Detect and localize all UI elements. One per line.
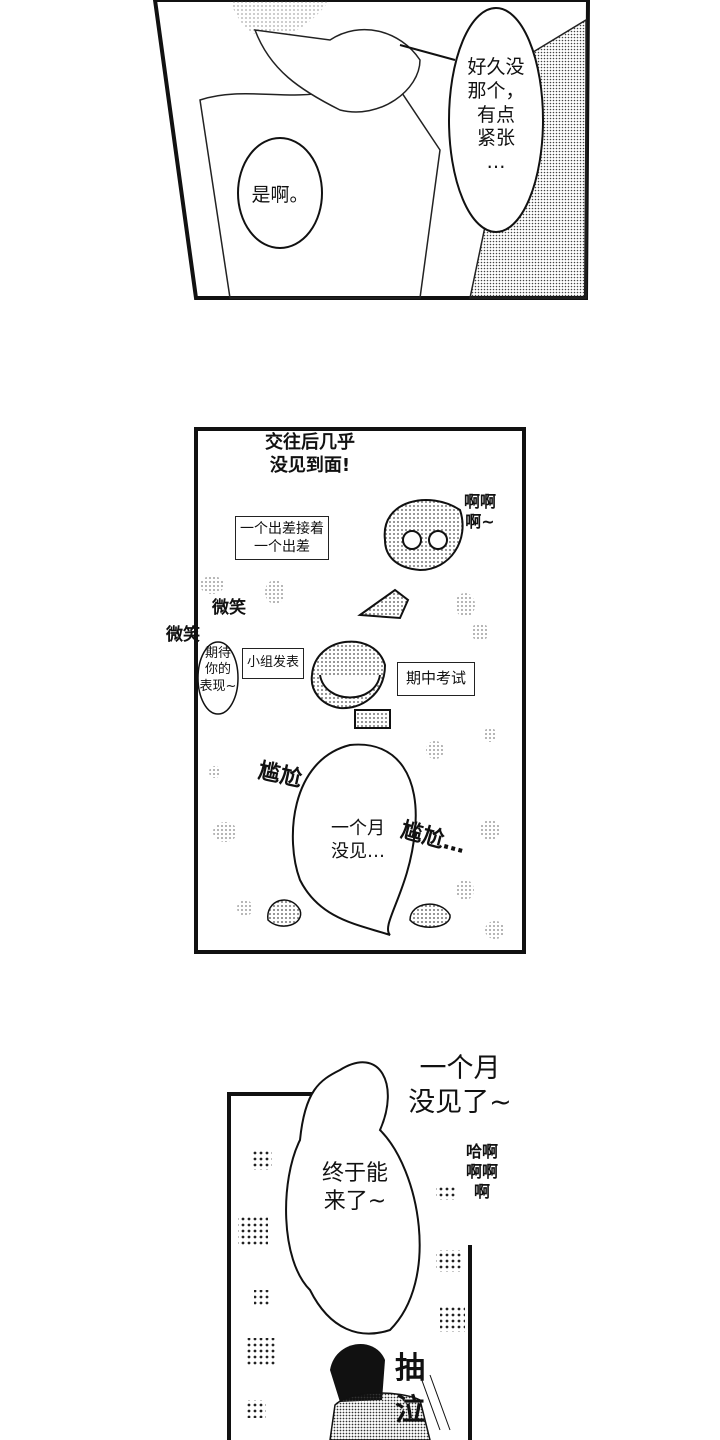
character-smiling — [310, 640, 391, 729]
speech-bubble-finally: 终于能 来了~ — [321, 1161, 388, 1214]
motion-line — [429, 1374, 451, 1431]
panel-2: 交往后几乎 没见到面! 啊啊 啊~ 一个出差接着 一个出差 微笑 微笑 期待 你… — [0, 420, 720, 965]
speech-bubble-1-shape — [448, 7, 544, 233]
panel-2-art — [194, 427, 526, 954]
sfx-one-month: 一个月 没见了~ — [408, 1053, 512, 1118]
character-hand — [253, 28, 421, 113]
panel-3: 一个月 没见了~ 哈啊 啊啊 啊 终于能 来了~ 抽 泣 — [0, 1030, 720, 1440]
character-neck — [230, 0, 330, 38]
speech-bubble-2-shape — [237, 137, 323, 249]
caption-business-trip: 一个出差接着 一个出差 — [235, 516, 329, 561]
sfx-smile-2: 微笑 — [166, 625, 200, 645]
speech-bubble-2: 是啊。 — [251, 184, 309, 206]
panel-1: 好久没 那个， 有点 紧张 … 是啊。 — [0, 0, 720, 310]
sfx-smile-1: 微笑 — [212, 598, 246, 618]
speech-bubble-expect: 期待 你的 表现~ — [199, 646, 237, 694]
speech-bubble-month-shape — [291, 743, 417, 936]
speech-bubble-1: 好久没 那个， 有点 紧张 … — [467, 56, 525, 173]
speech-bubble-finally-shape — [285, 1061, 421, 1335]
panel-3-art — [227, 1061, 472, 1440]
panel-1-art — [152, 0, 591, 300]
character-hair — [330, 1343, 385, 1402]
panel-3-frame — [227, 1092, 472, 1440]
screentone-spots — [200, 576, 505, 939]
speech-bubble-expect-shape — [197, 641, 239, 715]
character-body — [329, 1392, 431, 1440]
character-running — [357, 499, 464, 620]
caption-group-presentation: 小组发表 — [242, 648, 305, 679]
caption-midterm: 期中考试 — [397, 662, 476, 696]
panel-title: 交往后几乎 没见到面! — [265, 432, 355, 476]
sparkle-pattern — [238, 1150, 465, 1418]
motion-line — [419, 1374, 441, 1431]
sfx-haha: 哈啊 啊啊 啊 — [465, 1142, 498, 1201]
chibi-heads — [267, 899, 451, 928]
sfx-sob: 抽 泣 — [395, 1351, 425, 1428]
speech-bubble-1-tail — [399, 44, 456, 61]
speech-bubble-month: 一个月 没见… — [331, 818, 385, 862]
sfx-ahh: 啊啊 啊~ — [463, 492, 496, 531]
